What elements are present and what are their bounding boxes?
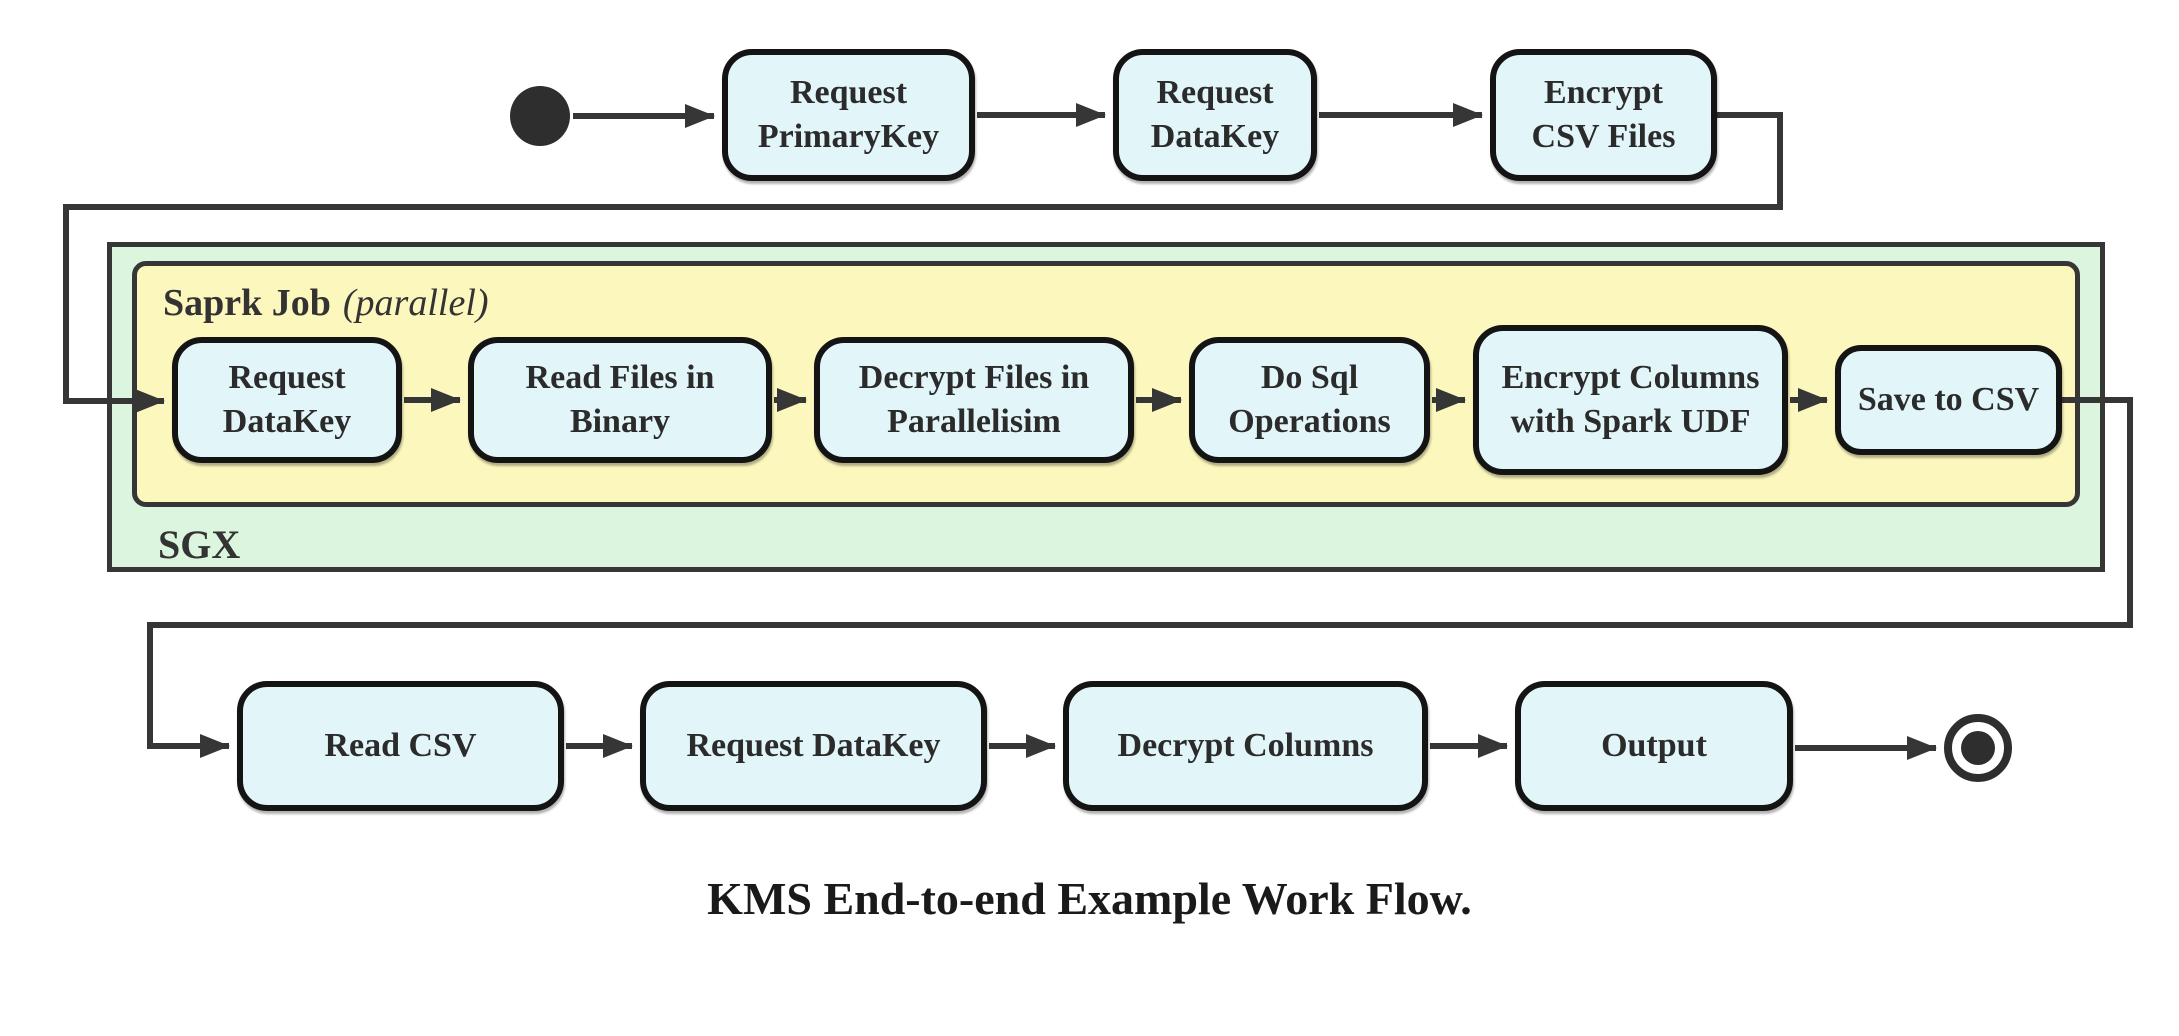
node-request-datakey-top: Request DataKey [1113, 49, 1317, 181]
initial-state-node [510, 86, 570, 146]
node-save-to-csv: Save to CSV [1835, 345, 2062, 455]
diagram-caption: KMS End-to-end Example Work Flow. [707, 873, 1472, 924]
spark-job-label: Saprk Job (parallel) [163, 281, 489, 325]
node-do-sql-operations: Do Sql Operations [1189, 337, 1430, 463]
node-encrypt-columns-with-spark-udf: Encrypt Columns with Spark UDF [1473, 325, 1788, 475]
sgx-label: SGX [158, 522, 241, 567]
final-state-node [1944, 714, 2012, 782]
node-decrypt-columns: Decrypt Columns [1063, 681, 1428, 811]
node-request-primarykey: Request PrimaryKey [722, 49, 975, 181]
node-read-files-in-binary: Read Files in Binary [468, 337, 772, 463]
node-request-datakey-spark: Request DataKey [172, 337, 402, 463]
node-request-datakey-bottom: Request DataKey [640, 681, 987, 811]
spark-job-title: Saprk Job [163, 282, 331, 324]
node-output: Output [1515, 681, 1793, 811]
node-read-csv: Read CSV [237, 681, 564, 811]
node-encrypt-csv-files: Encrypt CSV Files [1490, 49, 1717, 181]
spark-job-qualifier: (parallel) [342, 282, 489, 324]
node-decrypt-files-in-parallelisim: Decrypt Files in Parallelisim [814, 337, 1134, 463]
final-state-inner-dot [1961, 731, 1995, 765]
